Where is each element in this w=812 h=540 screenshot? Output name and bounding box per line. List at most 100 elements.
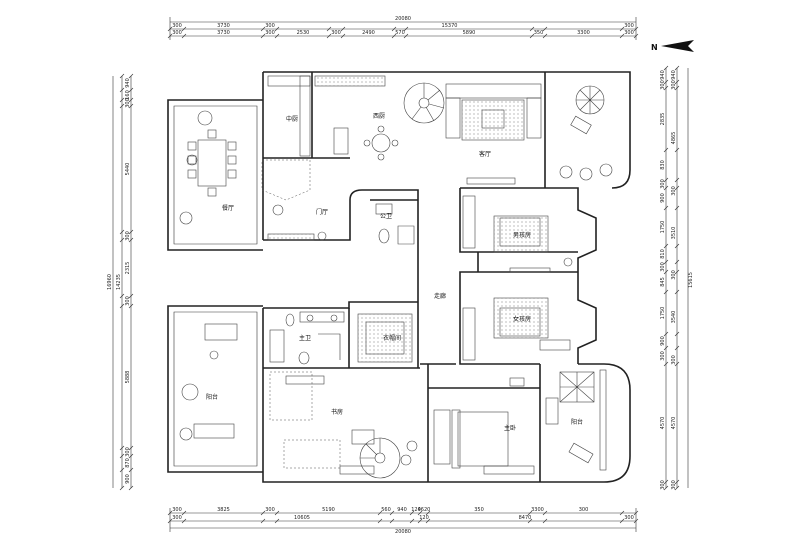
top-row3-dim-10: 300 bbox=[624, 30, 634, 36]
left-inner-dim-4: 300 bbox=[125, 231, 131, 241]
dim-tick bbox=[181, 26, 187, 32]
left-inner-dim-10: 900 bbox=[125, 474, 131, 484]
dim-tick bbox=[674, 243, 680, 249]
dim-tick bbox=[425, 518, 431, 524]
right-mid-dim-2: 4865 bbox=[671, 132, 677, 145]
right-dimensions: 15615 9403004865300351030035403004570300… bbox=[660, 65, 694, 491]
dining-chair bbox=[187, 169, 197, 179]
bottom-row1-dim-6: 120 bbox=[411, 507, 421, 513]
dim-tick bbox=[119, 229, 125, 235]
dim-tick bbox=[542, 518, 548, 524]
dim-tick bbox=[377, 518, 383, 524]
dim-tick bbox=[119, 445, 125, 451]
dim-tick bbox=[674, 85, 680, 91]
dim-tick bbox=[128, 485, 134, 491]
dining-chair bbox=[207, 187, 217, 197]
dim-tick bbox=[119, 293, 125, 299]
right-inner-dim-9: 845 bbox=[660, 277, 666, 287]
top-row3-dim-5: 2490 bbox=[362, 30, 375, 36]
bottom-row1-dim-4: 560 bbox=[381, 507, 391, 513]
dim-tick bbox=[619, 26, 625, 32]
dim-tick bbox=[403, 26, 409, 32]
right-mid-dim-5: 300 bbox=[671, 270, 677, 280]
dim-tick bbox=[663, 177, 669, 183]
right-mid-dim-4: 3510 bbox=[671, 227, 677, 240]
top-row3-dim-3: 2530 bbox=[297, 30, 310, 36]
right-inner-dim-8: 300 bbox=[660, 262, 666, 272]
dim-tick bbox=[674, 177, 680, 183]
dim-tick bbox=[674, 479, 680, 485]
dim-tick bbox=[128, 467, 134, 473]
dim-tick bbox=[389, 518, 395, 524]
dim-tick bbox=[674, 259, 680, 265]
right-inner-dim-14: 300 bbox=[660, 480, 666, 490]
bottom-row1-dim-3: 5190 bbox=[322, 507, 335, 513]
top-total-dim: 20080 bbox=[395, 16, 411, 22]
dim-tick bbox=[128, 453, 134, 459]
dim-tick bbox=[527, 518, 533, 524]
dining-chair bbox=[227, 141, 237, 151]
top-row2-dim-1: 3730 bbox=[217, 23, 230, 29]
dim-tick bbox=[377, 510, 383, 516]
dim-tick bbox=[274, 510, 280, 516]
bottom-row1-dim-10: 300 bbox=[579, 507, 589, 513]
right-mid-dim-9: 300 bbox=[671, 480, 677, 490]
right-inner-dim-12: 300 bbox=[660, 351, 666, 361]
dim-tick bbox=[119, 237, 125, 243]
dim-tick bbox=[128, 103, 134, 109]
dim-tick bbox=[674, 289, 680, 295]
dim-tick bbox=[663, 331, 669, 337]
dim-tick bbox=[663, 79, 669, 85]
dim-tick bbox=[128, 97, 134, 103]
room-label-gongwei: 公卫 bbox=[380, 213, 392, 220]
dim-tick bbox=[391, 33, 397, 39]
north-arrow-icon bbox=[661, 40, 694, 52]
left-inner-dim-7: 5888 bbox=[125, 371, 131, 384]
dim-tick bbox=[274, 518, 280, 524]
left-inner-dim-5: 2315 bbox=[125, 262, 131, 275]
dim-tick bbox=[128, 237, 134, 243]
dim-tick bbox=[409, 518, 415, 524]
dim-tick bbox=[663, 361, 669, 367]
bottom-total-dim: 20080 bbox=[395, 529, 411, 535]
dim-tick bbox=[674, 185, 680, 191]
dim-tick bbox=[128, 73, 134, 79]
dim-tick bbox=[674, 331, 680, 337]
dim-tick bbox=[663, 85, 669, 91]
dim-tick bbox=[527, 510, 533, 516]
dim-tick bbox=[181, 518, 187, 524]
top-row3-dim-8: 350 bbox=[534, 30, 544, 36]
top-row2-dim-2: 300 bbox=[265, 23, 275, 29]
bottom-row1-dim-0: 300 bbox=[172, 507, 182, 513]
dim-tick bbox=[674, 485, 680, 491]
dim-tick bbox=[663, 147, 669, 153]
right-mid-dim-6: 3540 bbox=[671, 311, 677, 324]
bottom-row2-dim-4: 300 bbox=[624, 515, 634, 521]
room-label-xichu: 西厨 bbox=[373, 113, 385, 120]
furniture bbox=[179, 75, 613, 479]
dim-tick bbox=[119, 73, 125, 79]
dining-chair bbox=[227, 169, 237, 179]
dim-tick bbox=[167, 518, 173, 524]
dim-tick bbox=[663, 345, 669, 351]
left-mid-dim: 14235 bbox=[116, 274, 122, 290]
dim-tick bbox=[409, 510, 415, 516]
left-inner-dim-3: 5440 bbox=[125, 163, 131, 176]
dim-tick bbox=[619, 518, 625, 524]
left-outer-dim: 16960 bbox=[107, 274, 113, 290]
dim-tick bbox=[260, 33, 266, 39]
room-label-shufang: 书房 bbox=[331, 408, 343, 416]
room-label-zhuwei: 主卫 bbox=[299, 334, 311, 342]
right-inner-dim-13: 4570 bbox=[660, 417, 666, 430]
right-inner-dim-10: 1750 bbox=[660, 307, 666, 320]
dim-tick bbox=[167, 33, 173, 39]
dim-tick bbox=[663, 259, 669, 265]
room-label-yangtai-left: 阳台 bbox=[206, 393, 218, 401]
walls bbox=[167, 71, 631, 483]
dim-tick bbox=[663, 269, 669, 275]
dim-tick bbox=[128, 293, 134, 299]
dim-tick bbox=[529, 33, 535, 39]
dim-tick bbox=[619, 33, 625, 39]
dim-tick bbox=[119, 485, 125, 491]
